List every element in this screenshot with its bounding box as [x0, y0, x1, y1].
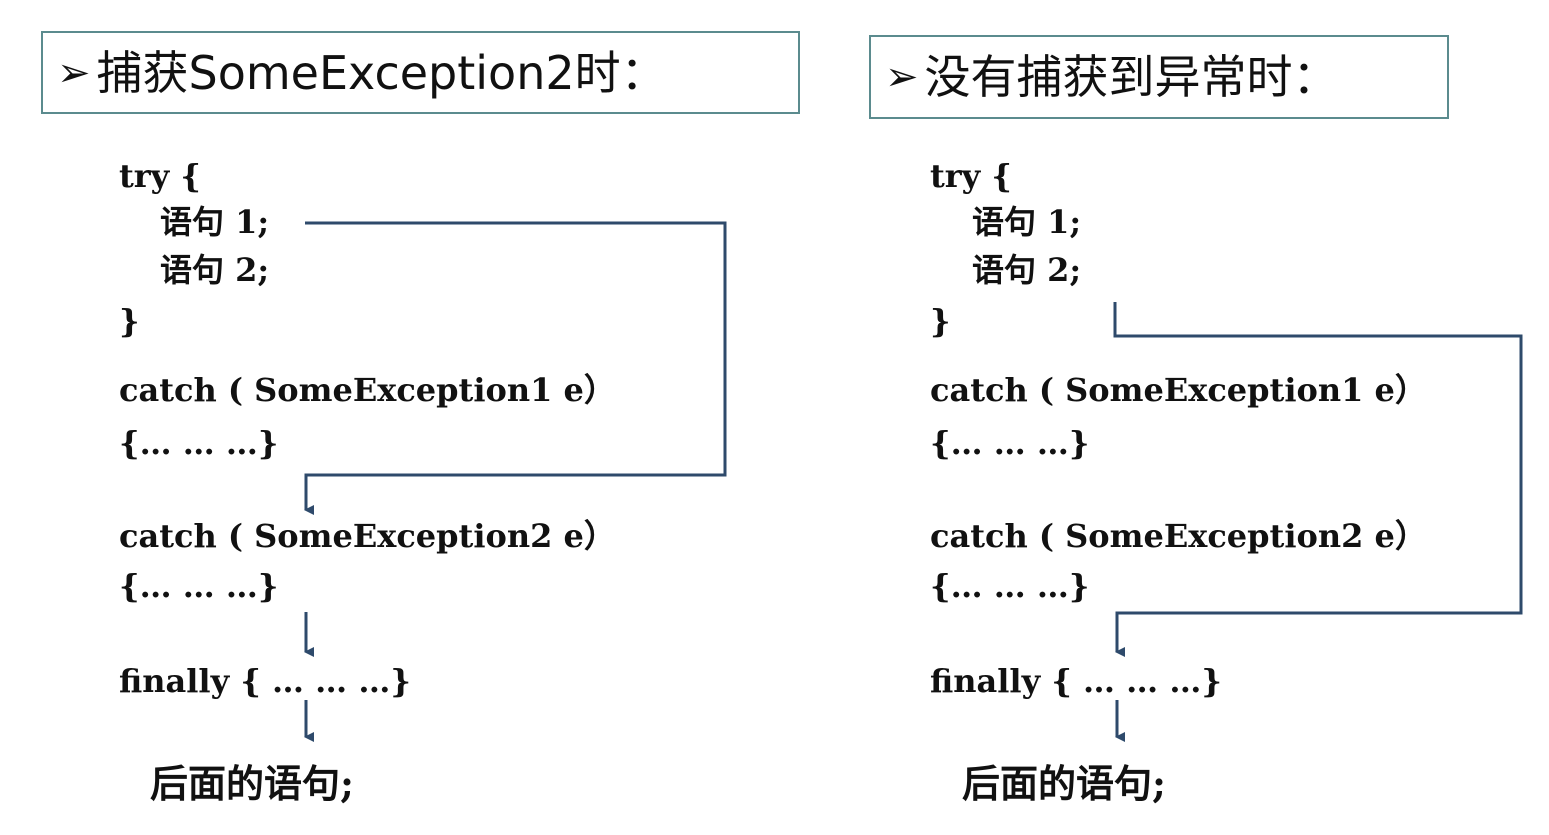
- left-title-text: 捕获SomeException2时：: [96, 45, 667, 100]
- right-statement-2: 语句 2;: [972, 251, 1082, 289]
- right-finally: finally { … … …}: [930, 662, 1222, 700]
- left-statement-1: 语句 1;: [160, 203, 270, 241]
- right-title-text: 没有捕获到异常时：: [924, 50, 1339, 104]
- left-try-open: try {: [119, 157, 201, 195]
- left-catch-2: catch ( SomeException2 e）: [119, 517, 616, 555]
- right-normal-jump-arrow: [1113, 302, 1523, 657]
- bullet-arrow-icon: ➢: [57, 49, 91, 96]
- right-catch-2: catch ( SomeException2 e）: [930, 517, 1427, 555]
- left-title: ➢ 捕获SomeException2时：: [41, 31, 800, 114]
- left-try-close: }: [119, 302, 140, 340]
- right-try-close: }: [930, 302, 951, 340]
- right-try-open: try {: [930, 157, 1012, 195]
- right-catch-1: catch ( SomeException1 e）: [930, 371, 1427, 409]
- bullet-arrow-icon: ➢: [885, 54, 919, 100]
- left-following-statements: 后面的语句;: [150, 761, 355, 806]
- left-catch-1: catch ( SomeException1 e）: [119, 371, 616, 409]
- right-statement-1: 语句 1;: [972, 203, 1082, 241]
- left-exception-jump-arrow: [304, 221, 727, 515]
- right-following-statements: 后面的语句;: [962, 761, 1167, 806]
- left-finally: finally { … … …}: [119, 662, 411, 700]
- left-catch-1-body: {… … …}: [119, 424, 279, 462]
- right-catch-2-body: {… … …}: [930, 567, 1090, 605]
- left-catch-2-body: {… … …}: [119, 567, 279, 605]
- right-title: ➢ 没有捕获到异常时：: [869, 35, 1449, 119]
- right-catch-1-body: {… … …}: [930, 424, 1090, 462]
- left-statement-2: 语句 2;: [160, 251, 270, 289]
